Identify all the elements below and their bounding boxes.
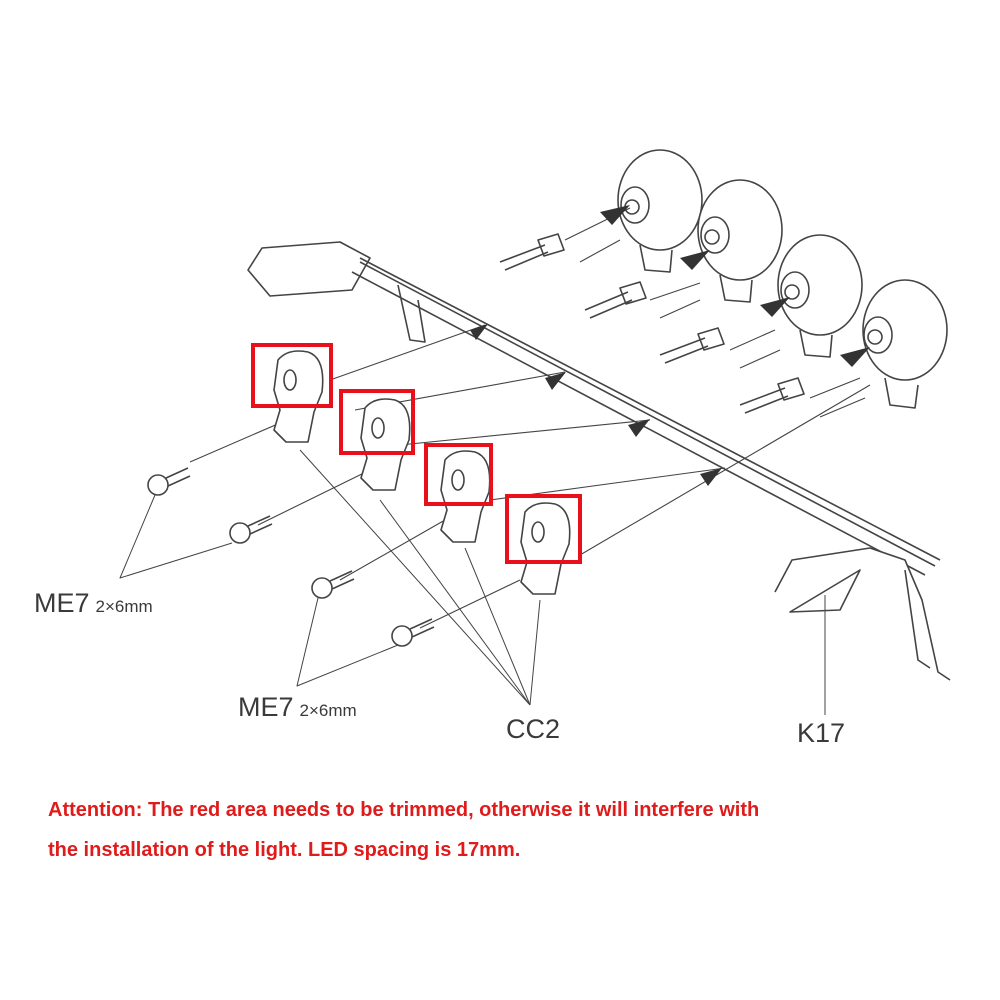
light-2	[697, 179, 783, 303]
trim-box-1	[251, 343, 333, 408]
clips-cc2	[273, 350, 571, 595]
trim-box-2	[339, 389, 415, 455]
light-bar-k17	[247, 241, 951, 681]
label-bar: K17	[797, 718, 845, 749]
part-size: 2×6mm	[95, 597, 153, 616]
trim-box-3	[424, 443, 493, 506]
trim-highlights	[251, 343, 582, 564]
arrows	[470, 205, 870, 486]
lights	[617, 149, 948, 409]
note-line-1: Attention: The red area needs to be trim…	[48, 799, 760, 821]
light-4	[862, 279, 948, 409]
part-code: CC2	[506, 714, 561, 744]
leader-lines	[119, 449, 826, 715]
screws-me7	[147, 467, 435, 647]
attention-note: Attention: The red area needs to be trim…	[48, 790, 948, 870]
led-bulbs	[499, 233, 805, 414]
part-code: ME7	[34, 588, 90, 618]
trim-box-4	[505, 494, 582, 564]
label-clip: CC2	[506, 714, 560, 745]
note-line-2: the installation of the light. LED spaci…	[48, 839, 521, 861]
label-screw-lower: ME7 2×6mm	[238, 692, 357, 723]
light-3	[777, 234, 863, 358]
part-code: ME7	[238, 692, 294, 722]
part-size: 2×6mm	[299, 701, 357, 720]
label-screw-upper: ME7 2×6mm	[34, 588, 153, 619]
light-1	[617, 149, 703, 273]
part-code: K17	[797, 718, 846, 748]
